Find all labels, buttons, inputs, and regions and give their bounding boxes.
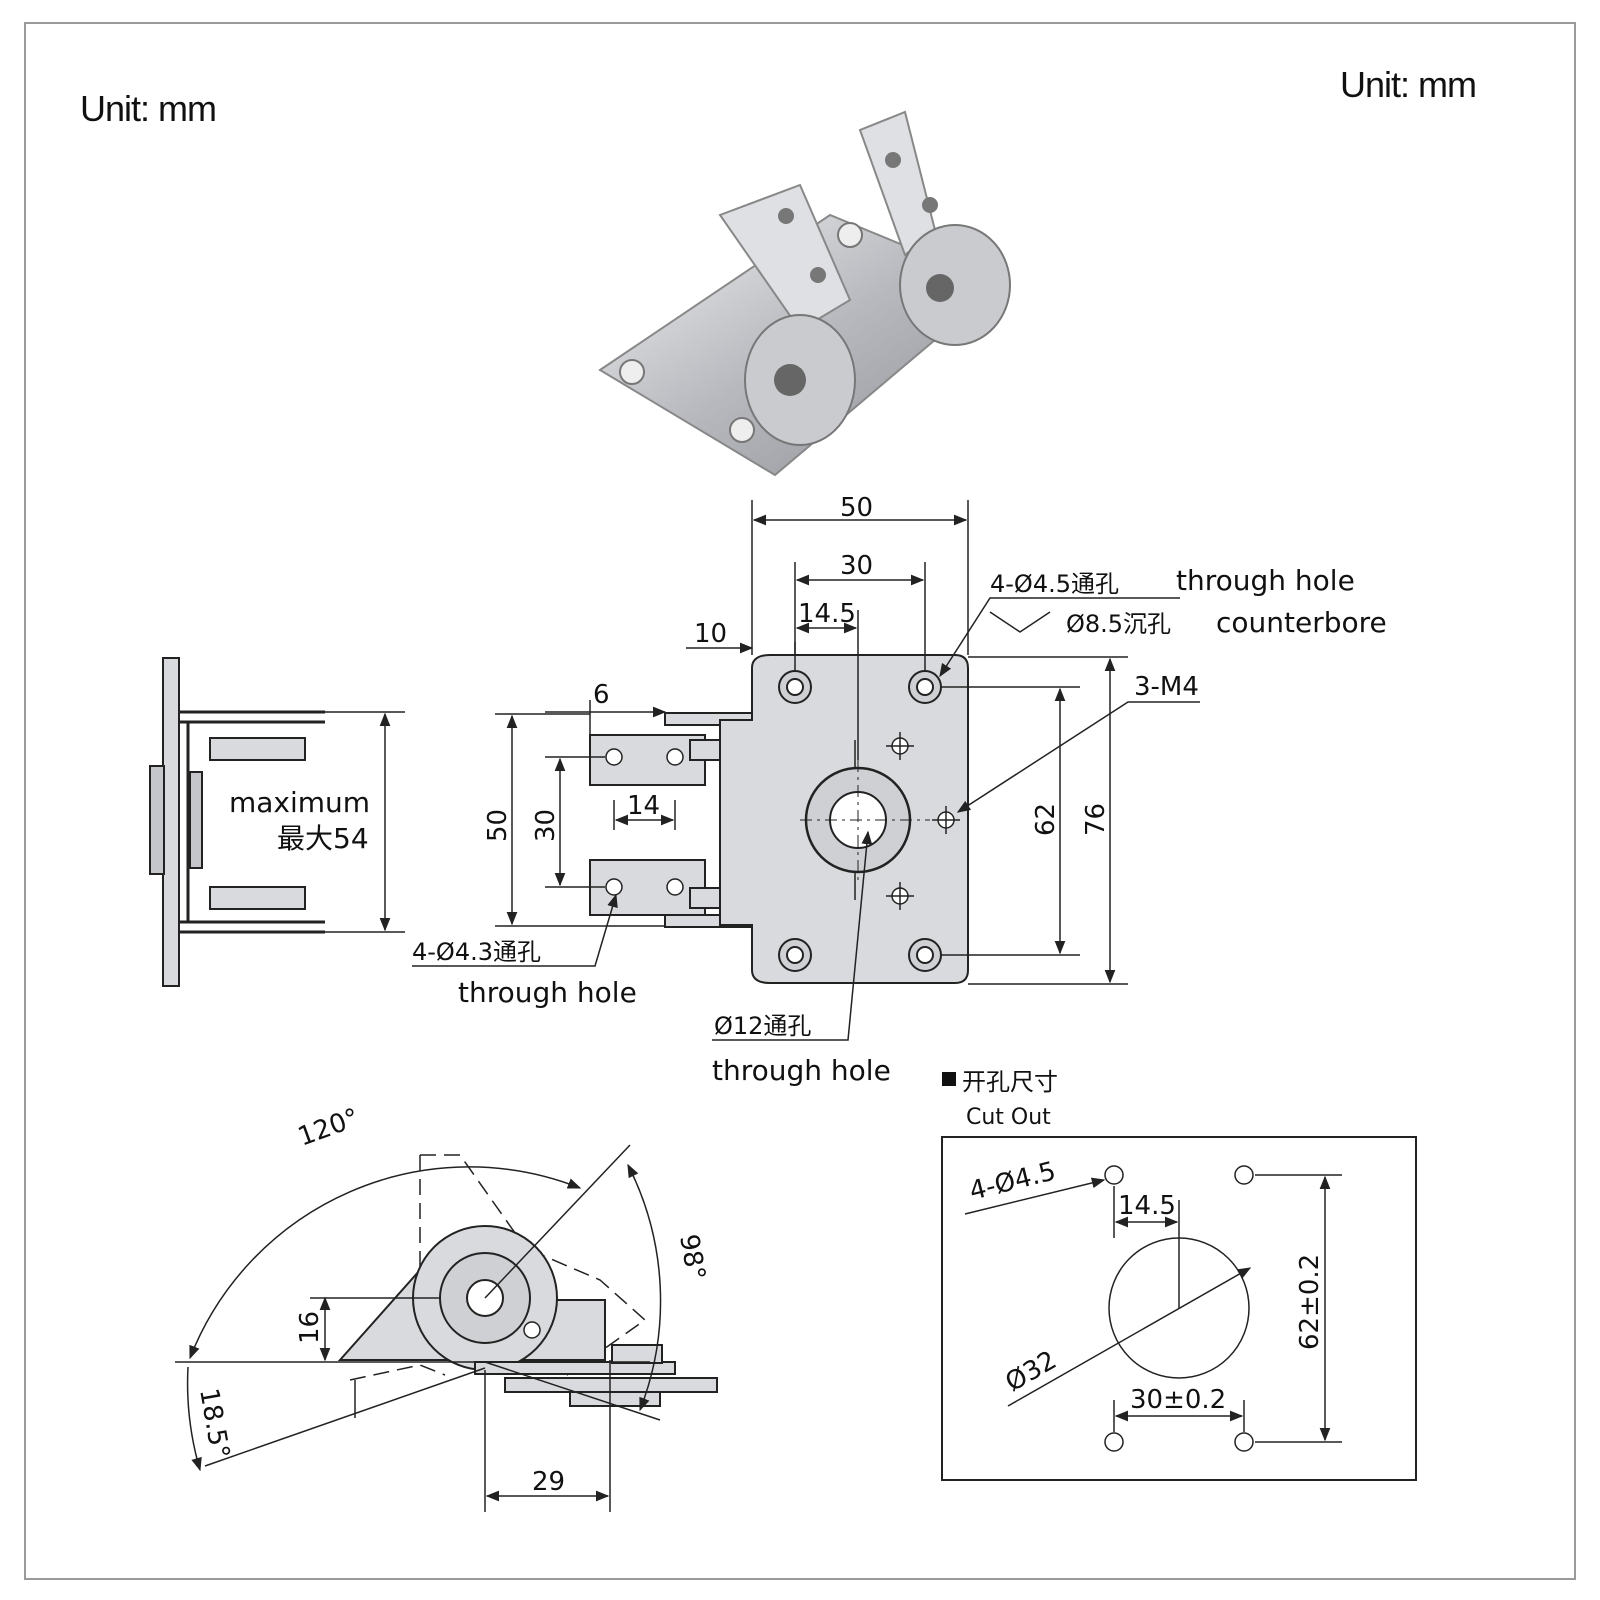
hinge-product-illustration <box>598 110 1011 477</box>
cutout-holes-label: 4-Ø4.5 <box>966 1156 1058 1206</box>
dim-10: 10 <box>694 619 727 649</box>
hole-43-label-en: through hole <box>458 976 637 1009</box>
hole-12-label-cn: Ø12通孔 <box>714 1012 811 1040</box>
side-view: maximum 最大54 <box>149 657 405 987</box>
front-view: 50 30 14.5 10 6 14 50 30 62 76 4-Ø4.5通孔 … <box>412 493 1387 1087</box>
dim-50-top: 50 <box>840 493 873 523</box>
cutout-dim-14-5: 14.5 <box>1118 1191 1176 1221</box>
dim-14: 14 <box>627 791 660 821</box>
drawing-frame <box>24 22 1576 1580</box>
counterbore-label-cn: Ø8.5沉孔 <box>1066 610 1171 638</box>
unit-label-left: Unit: mm <box>80 88 217 129</box>
cutout-dim-62: 62±0.2 <box>1295 1254 1325 1350</box>
dim-50-left: 50 <box>483 809 513 842</box>
counterbore-label-en: counterbore <box>1216 606 1387 639</box>
unit-label-right: Unit: mm <box>1340 64 1477 105</box>
cutout-dim-30: 30±0.2 <box>1130 1385 1226 1415</box>
cutout-title-cn: 开孔尺寸 <box>962 1068 1058 1096</box>
dim-6: 6 <box>593 680 610 710</box>
thread-label: 3-M4 <box>1134 672 1199 702</box>
dim-29: 29 <box>532 1467 565 1497</box>
hole-45-label-cn: 4-Ø4.5通孔 <box>990 570 1119 598</box>
max-label-cn: 最大54 <box>277 822 369 855</box>
dim-14-5: 14.5 <box>798 599 856 629</box>
dim-16: 16 <box>295 1311 325 1344</box>
hole-45-label-en: through hole <box>1176 564 1355 597</box>
cutout-view: 开孔尺寸 Cut Out 4-Ø4.5 14.5 Ø32 62±0.2 30±0… <box>941 1068 1417 1481</box>
hole-12-label-en: through hole <box>712 1054 891 1087</box>
dim-76: 76 <box>1081 803 1111 836</box>
dim-30-top: 30 <box>840 551 873 581</box>
angle-view: 120° 98° 18.5° 16 29 <box>175 1103 718 1512</box>
cutout-dia-32: Ø32 <box>1001 1345 1062 1398</box>
angle-98: 98° <box>673 1232 711 1283</box>
angle-18-5: 18.5° <box>193 1386 235 1461</box>
max-label-en: maximum <box>229 786 370 819</box>
dim-62: 62 <box>1031 803 1061 836</box>
angle-120: 120° <box>294 1103 363 1153</box>
cutout-title-en: Cut Out <box>966 1105 1051 1130</box>
dim-30-left: 30 <box>531 809 561 842</box>
hole-43-label-cn: 4-Ø4.3通孔 <box>412 938 541 966</box>
